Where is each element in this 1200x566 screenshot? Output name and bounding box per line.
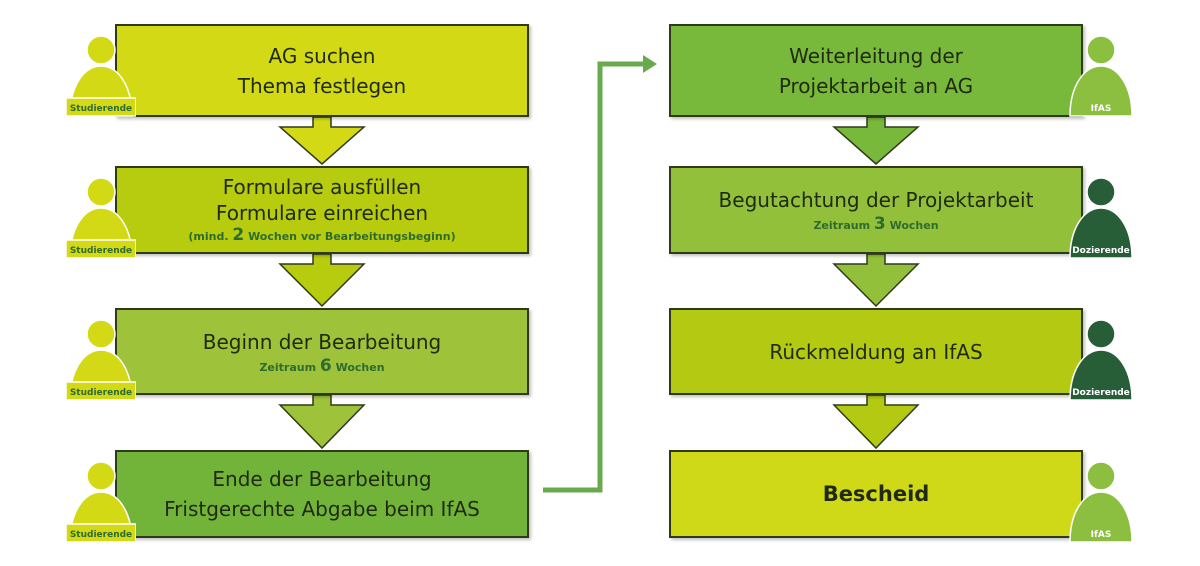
actor-label: Dozierende bbox=[1072, 246, 1130, 256]
connector-arrow-line bbox=[543, 61, 645, 493]
actor-label: Dozierende bbox=[1072, 388, 1130, 398]
person-silhouette-icon bbox=[65, 319, 137, 401]
step-text: Projektarbeit an AG bbox=[778, 73, 974, 98]
step-note: Zeitraum 3 Wochen bbox=[813, 214, 939, 234]
person-icon-ifas: IfAS bbox=[1066, 460, 1136, 546]
step-text: Ende der Bearbeitung bbox=[212, 467, 432, 491]
step-text: Thema festlegen bbox=[237, 73, 407, 98]
down-arrow bbox=[832, 394, 920, 450]
step-weiterleitung: Weiterleitung der Projektarbeit an AG bbox=[669, 24, 1083, 117]
person-silhouette-icon bbox=[1069, 319, 1133, 401]
down-arrow bbox=[278, 116, 366, 165]
person-icon-studierende: Studierende bbox=[65, 460, 137, 546]
step-text: Begutachtung der Projektarbeit bbox=[718, 188, 1034, 212]
step-bescheid: Bescheid bbox=[669, 450, 1083, 538]
person-silhouette-icon bbox=[1069, 177, 1133, 259]
person-silhouette-icon bbox=[1069, 35, 1133, 117]
down-arrow bbox=[278, 253, 366, 308]
actor-label: Studierende bbox=[69, 246, 133, 256]
step-note: (mind. 2 Wochen vor Bearbeitungsbeginn) bbox=[188, 225, 456, 245]
step-text: Rückmeldung an IfAS bbox=[769, 339, 983, 364]
actor-label: Studierende bbox=[69, 388, 133, 398]
actor-label: IfAS bbox=[1090, 530, 1112, 540]
step-ag-suchen: AG suchen Thema festlegen bbox=[115, 24, 529, 117]
person-silhouette-icon bbox=[65, 461, 137, 543]
person-silhouette-icon bbox=[65, 177, 137, 259]
actor-label: Studierende bbox=[69, 104, 133, 114]
step-beginn: Beginn der Bearbeitung Zeitraum 6 Wochen bbox=[115, 308, 529, 395]
step-text: Formulare ausfüllen bbox=[222, 175, 422, 199]
actor-label: IfAS bbox=[1090, 104, 1112, 114]
person-icon-studierende: Studierende bbox=[65, 176, 137, 262]
down-arrow bbox=[278, 394, 366, 450]
step-text: Bescheid bbox=[822, 482, 930, 506]
person-icon-dozierende: Dozierende bbox=[1066, 318, 1136, 404]
step-formulare: Formulare ausfüllen Formulare einreichen… bbox=[115, 166, 529, 254]
connector-arrowhead bbox=[643, 55, 657, 73]
step-note: Zeitraum 6 Wochen bbox=[259, 355, 385, 376]
down-arrow bbox=[832, 116, 920, 165]
step-text: AG suchen bbox=[268, 43, 376, 68]
person-silhouette-icon bbox=[1069, 461, 1133, 543]
step-begutachtung: Begutachtung der Projektarbeit Zeitraum … bbox=[669, 166, 1083, 254]
step-text: Formulare einreichen bbox=[215, 201, 429, 225]
step-text: Weiterleitung der bbox=[789, 43, 963, 68]
step-ende: Ende der Bearbeitung Fristgerechte Abgab… bbox=[115, 450, 529, 538]
person-icon-studierende: Studierende bbox=[65, 318, 137, 404]
actor-label: Studierende bbox=[69, 530, 133, 540]
step-text: Beginn der Bearbeitung bbox=[202, 329, 442, 354]
step-rueckmeldung: Rückmeldung an IfAS bbox=[669, 308, 1083, 395]
down-arrow bbox=[832, 253, 920, 308]
step-text: Fristgerechte Abgabe beim IfAS bbox=[164, 497, 480, 521]
person-icon-dozierende: Dozierende bbox=[1066, 176, 1136, 262]
person-icon-studierende: Studierende bbox=[65, 34, 137, 120]
person-icon-ifas: IfAS bbox=[1066, 34, 1136, 120]
